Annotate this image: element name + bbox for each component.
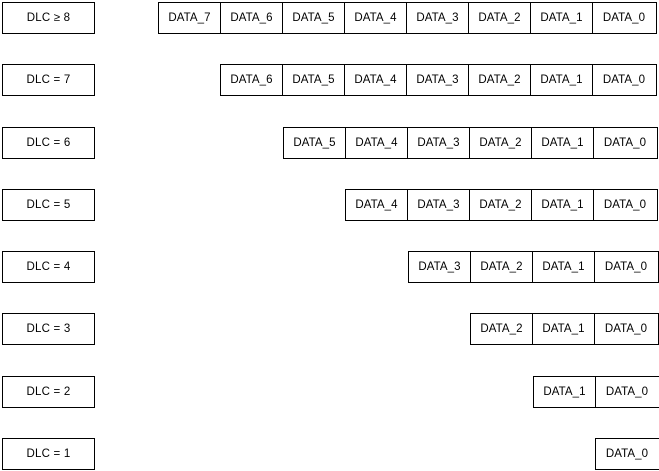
data-byte-cell: DATA_2 xyxy=(469,3,531,33)
dlc-label-box: DLC = 2 xyxy=(2,376,95,408)
data-byte-cell: DATA_3 xyxy=(408,128,470,158)
dlc-label-box: DLC = 4 xyxy=(2,251,95,283)
data-byte-cell: DATA_1 xyxy=(531,3,593,33)
data-byte-cell: DATA_3 xyxy=(407,3,469,33)
dlc-label-box: DLC = 5 xyxy=(2,189,95,221)
data-byte-cell: DATA_0 xyxy=(595,252,657,282)
data-byte-strip: DATA_0 xyxy=(595,438,659,470)
data-byte-cell: DATA_2 xyxy=(470,190,532,220)
data-byte-cell: DATA_5 xyxy=(283,3,345,33)
data-byte-cell: DATA_4 xyxy=(345,3,407,33)
data-byte-cell: DATA_2 xyxy=(471,314,533,344)
data-byte-cell: DATA_1 xyxy=(533,314,595,344)
data-byte-cell: DATA_0 xyxy=(593,3,655,33)
dlc-label-box: DLC ≥ 8 xyxy=(2,2,95,34)
data-byte-cell: DATA_2 xyxy=(470,128,532,158)
dlc-row: DLC = 1 DATA_0 xyxy=(0,438,659,470)
data-byte-cell: DATA_2 xyxy=(469,65,531,95)
dlc-label-box: DLC = 6 xyxy=(2,127,95,159)
data-byte-cell: DATA_6 xyxy=(221,3,283,33)
dlc-label-box: DLC = 3 xyxy=(2,313,95,345)
dlc-label-box: DLC = 1 xyxy=(2,438,95,470)
data-byte-cell: DATA_5 xyxy=(284,128,346,158)
data-byte-cell: DATA_7 xyxy=(159,3,221,33)
data-byte-cell: DATA_1 xyxy=(532,190,594,220)
data-byte-cell: DATA_3 xyxy=(408,190,470,220)
data-byte-cell: DATA_0 xyxy=(596,439,658,469)
data-byte-cell: DATA_0 xyxy=(593,65,655,95)
data-byte-cell: DATA_1 xyxy=(534,377,596,407)
data-byte-cell: DATA_4 xyxy=(345,65,407,95)
data-byte-cell: DATA_3 xyxy=(409,252,471,282)
data-byte-cell: DATA_4 xyxy=(346,128,408,158)
data-byte-cell: DATA_1 xyxy=(532,128,594,158)
data-byte-cell: DATA_6 xyxy=(221,65,283,95)
data-byte-cell: DATA_0 xyxy=(595,314,657,344)
data-byte-cell: DATA_0 xyxy=(596,377,658,407)
data-byte-cell: DATA_1 xyxy=(533,252,595,282)
data-byte-cell: DATA_0 xyxy=(594,190,656,220)
data-byte-cell: DATA_5 xyxy=(283,65,345,95)
data-byte-cell: DATA_2 xyxy=(471,252,533,282)
data-byte-cell: DATA_1 xyxy=(531,65,593,95)
data-byte-cell: DATA_3 xyxy=(407,65,469,95)
dlc-label-box: DLC = 7 xyxy=(2,64,95,96)
data-byte-cell: DATA_0 xyxy=(594,128,656,158)
data-byte-cell: DATA_4 xyxy=(346,190,408,220)
